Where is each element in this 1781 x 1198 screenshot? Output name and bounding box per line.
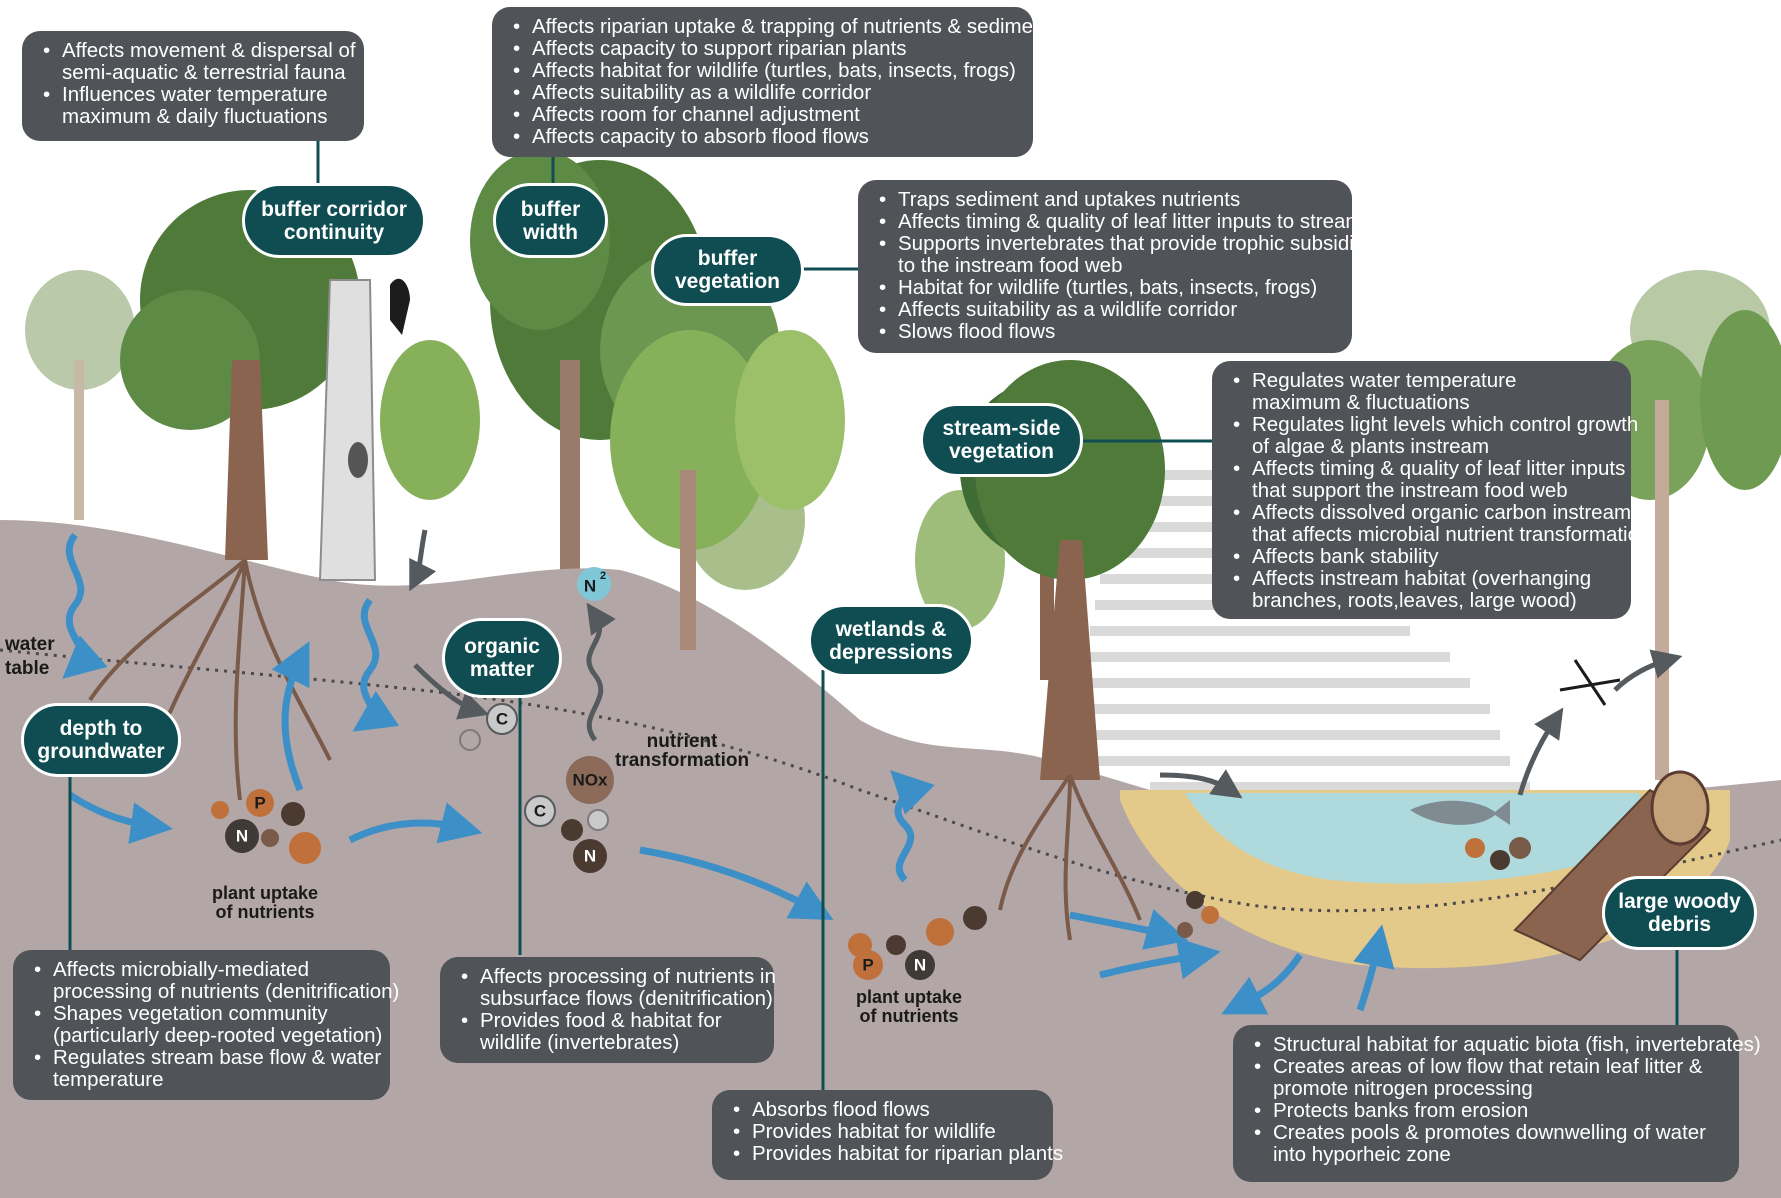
bullet-item: Affects capacity to absorb flood flows — [512, 126, 1015, 149]
label-wetlands-depressions: wetlands & depressions — [808, 604, 974, 677]
nutrient-circles — [211, 729, 1531, 957]
bullet-item: Absorbs flood flows — [732, 1099, 1035, 1122]
bullet-item: Provides habitat for wildlife — [732, 1121, 1035, 1144]
bullet-item: into hyporheic zone — [1273, 1143, 1451, 1166]
info-box-organic-matter: Affects processing of nutrients insubsur… — [440, 957, 776, 1063]
label-organic-matter: organic matter — [442, 618, 562, 698]
bullet-item: to the instream food web — [898, 254, 1123, 277]
info-box-buffer-corridor: Affects movement & dispersal ofsemi-aqua… — [22, 31, 364, 141]
tree-roots — [88, 558, 1142, 941]
bullet-item: Affects dissolved organic carbon instrea… — [1232, 502, 1631, 525]
connector-lines — [68, 141, 1679, 1090]
bullet-item: Affects processing of nutrients in — [460, 966, 776, 989]
stream-water — [1185, 793, 1640, 884]
bullet-item: Affects timing & quality of leaf litter … — [878, 211, 1363, 234]
bullet-item: Provides food & habitat for — [460, 1010, 756, 1033]
bullet-item: Affects movement & dispersal of — [42, 40, 356, 63]
water-table-label: water table — [5, 634, 55, 679]
dragonfly — [1559, 659, 1621, 706]
water-table-line — [0, 648, 1781, 913]
bullet-item: of algae & plants instream — [1252, 435, 1490, 458]
bullet-item: Traps sediment and uptakes nutrients — [878, 189, 1334, 212]
info-box-buffer-width: Affects riparian uptake & trapping of nu… — [492, 7, 1050, 157]
bullet-item: that support the instream food web — [1252, 479, 1568, 502]
bullet-item: wildlife (invertebrates) — [480, 1031, 680, 1054]
bullet-item: maximum & fluctuations — [1252, 391, 1470, 414]
label-buffer-corridor-continuity: buffer corridor continuity — [242, 183, 426, 258]
label-buffer-width: buffer width — [493, 183, 608, 258]
bullet-item: Provides habitat for riparian plants — [732, 1143, 1063, 1166]
bullet-item: Regulates water temperature — [1232, 370, 1613, 393]
bullet-item: Creates pools & promotes downwelling of … — [1253, 1122, 1721, 1145]
groundwater-flow-arrows — [62, 532, 1395, 1015]
bullet-item: promote nitrogen processing — [1273, 1077, 1533, 1100]
bullet-item: Structural habitat for aquatic biota (fi… — [1253, 1034, 1761, 1057]
bullet-item: Habitat for wildlife (turtles, bats, ins… — [878, 277, 1334, 300]
bullet-item: branches, roots,leaves, large wood) — [1252, 589, 1577, 612]
bullet-item: Affects habitat for wildlife (turtles, b… — [512, 60, 1016, 83]
info-box-large-woody-debris: Structural habitat for aquatic biota (fi… — [1233, 1025, 1761, 1182]
bullet-item: Affects timing & quality of leaf litter … — [1232, 458, 1625, 481]
bullet-item: Affects instream habitat (overhanging — [1232, 568, 1613, 591]
info-box-wetlands: Absorbs flood flowsProvides habitat for … — [712, 1090, 1063, 1180]
label-depth-to-groundwater: depth to groundwater — [21, 703, 181, 777]
info-box-buffer-vegetation: Traps sediment and uptakes nutrientsAffe… — [858, 180, 1375, 353]
bullet-item: Affects riparian uptake & trapping of nu… — [512, 16, 1050, 39]
bullet-item: maximum & daily fluctuations — [62, 105, 328, 128]
bullet-item: Shapes vegetation community — [33, 1003, 372, 1026]
bullet-item: Slows flood flows — [878, 321, 1334, 344]
bullet-item: Affects room for channel adjustment — [512, 104, 1015, 127]
bullet-item: Affects suitability as a wildlife corrid… — [512, 82, 1015, 105]
label-buffer-vegetation: buffer vegetation — [651, 234, 804, 306]
plant-uptake-label-right: plant uptake of nutrients — [856, 987, 963, 1026]
label-large-woody-debris: large woody debris — [1602, 876, 1757, 950]
bullet-item: Regulates stream base flow & water — [33, 1047, 381, 1070]
fish — [1410, 800, 1510, 825]
bullet-item: processing of nutrients (denitrification… — [53, 980, 400, 1003]
bullet-item: Affects suitability as a wildlife corrid… — [878, 299, 1334, 322]
bullet-item: Affects microbially-mediated — [33, 959, 372, 982]
label-stream-side-vegetation: stream-side vegetation — [920, 403, 1083, 477]
process-arrows — [409, 529, 1683, 799]
bullet-item: temperature — [53, 1068, 164, 1091]
bullet-item: (particularly deep-rooted vegetation) — [53, 1024, 383, 1047]
bullet-item: Protects banks from erosion — [1253, 1100, 1721, 1123]
large-wood-log — [1513, 770, 1712, 962]
bullet-item: Supports invertebrates that provide trop… — [878, 233, 1375, 256]
bullet-item: semi-aquatic & terrestrial fauna — [62, 61, 346, 84]
bullet-item: subsurface flows (denitrification) — [480, 987, 773, 1010]
bullet-item: Creates areas of low flow that retain le… — [1253, 1056, 1721, 1079]
bullet-item: Affects capacity to support riparian pla… — [512, 38, 1015, 61]
bullet-item: Influences water temperature — [42, 84, 346, 107]
nutrient-transformation-label: nutrient transformation — [615, 731, 750, 771]
bullet-item: that affects microbial nutrient transfor… — [1252, 523, 1651, 546]
bullet-item: Regulates light levels which control gro… — [1232, 414, 1638, 437]
bullet-item: Affects bank stability — [1232, 546, 1613, 569]
plant-uptake-label-left: plant uptake of nutrients — [212, 883, 319, 922]
